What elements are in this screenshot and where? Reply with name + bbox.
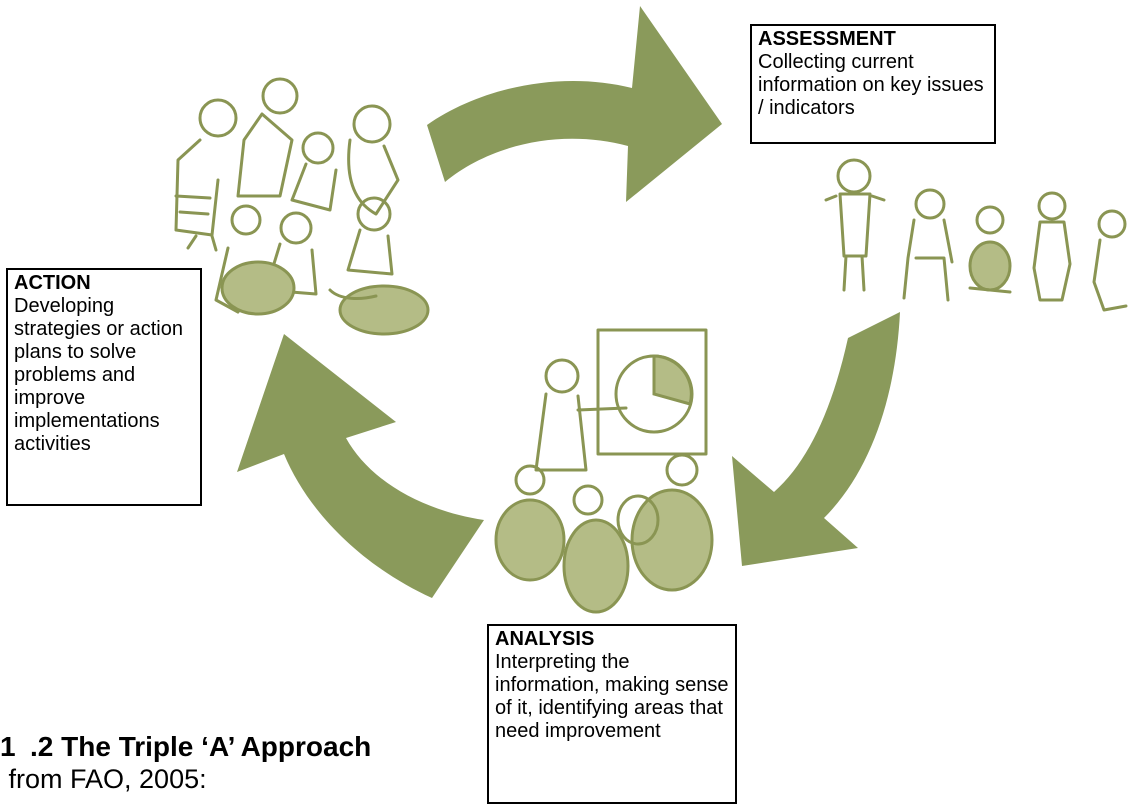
action-description: Developing strategies or action plans to… bbox=[14, 295, 183, 455]
figure-caption: 1 .2 The Triple ‘A’ Approach bbox=[0, 731, 371, 763]
arrow-assessment-to-analysis bbox=[732, 312, 900, 566]
analysis-description: Interpreting the information, making sen… bbox=[495, 651, 729, 742]
assessment-box: ASSESSMENT Collecting current informatio… bbox=[750, 24, 996, 144]
analysis-title: ANALYSIS bbox=[495, 628, 595, 650]
arrow-analysis-to-action bbox=[237, 334, 484, 598]
assessment-people-illustration bbox=[824, 158, 1128, 312]
analysis-group-illustration bbox=[494, 328, 714, 614]
action-box: ACTION Developing strategies or action p… bbox=[6, 268, 202, 506]
figure-caption-text: .2 The Triple ‘A’ Approach bbox=[30, 731, 372, 762]
arrow-action-to-assessment bbox=[427, 6, 722, 202]
assessment-title: ASSESSMENT bbox=[758, 28, 896, 50]
assessment-description: Collecting current information on key is… bbox=[758, 51, 984, 119]
figure-caption-prefix: 1 bbox=[0, 731, 16, 762]
analysis-box: ANALYSIS Interpreting the information, m… bbox=[487, 624, 737, 804]
action-group-illustration bbox=[174, 77, 430, 336]
source-line: d from FAO, 2005: bbox=[0, 764, 207, 794]
action-title: ACTION bbox=[14, 272, 91, 294]
